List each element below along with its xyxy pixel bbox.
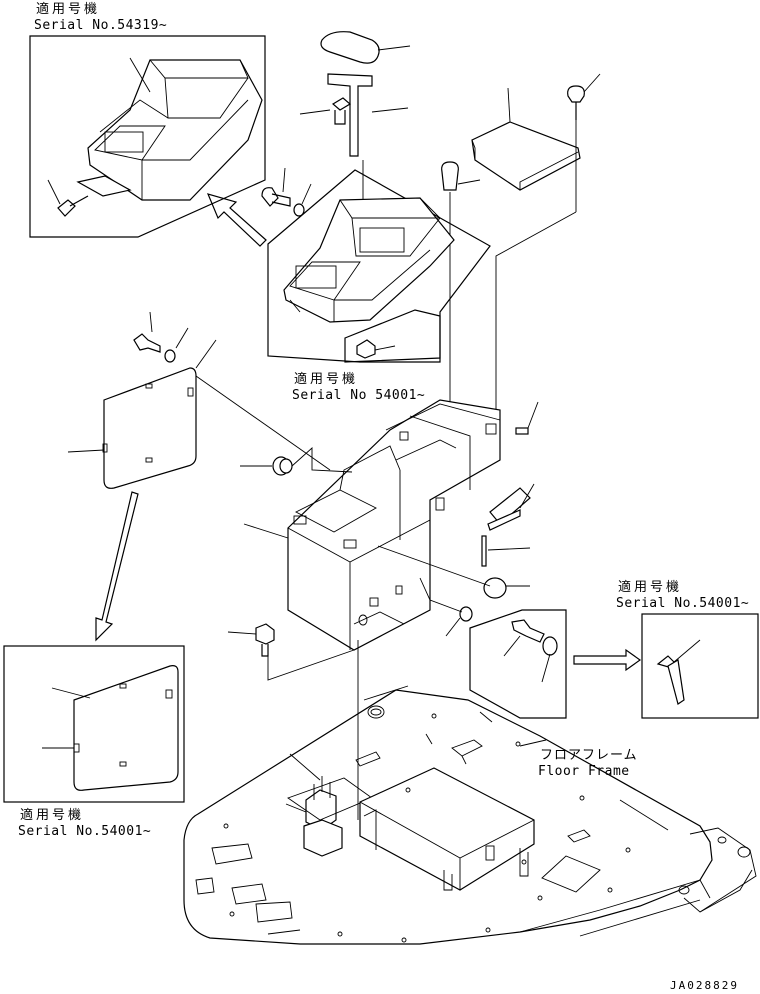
- bolt-lower-left: [227, 623, 275, 657]
- inset-center-serial-label: Serial No 54001~: [292, 388, 426, 403]
- drawing-code: JA028829: [670, 979, 739, 992]
- top-cover-plate: [471, 87, 581, 191]
- arm-rest-pad: [299, 31, 411, 157]
- inset-small-block: [344, 309, 441, 363]
- inset-frame-bottom-left: [3, 645, 185, 803]
- inset-right-serial-label: Serial No.54001~: [616, 596, 750, 611]
- inset-frame-right: [641, 613, 759, 719]
- floor-frame-en-label: Floor Frame: [538, 764, 630, 779]
- inset-center-jp-label: 適用号機: [294, 372, 359, 387]
- bolt-panel-left: [133, 311, 189, 363]
- inset-frame-top-left: [29, 35, 266, 238]
- arrow-to-inset-top-left: [206, 193, 267, 247]
- inset-top-left-jp-label: 適用号機: [36, 2, 101, 17]
- bolt-left-console: [261, 167, 312, 217]
- inset-right-jp-label: 適用号機: [618, 580, 683, 595]
- arrow-to-inset-bottom-left: [95, 491, 139, 642]
- console-box: [243, 399, 501, 651]
- bolt-center: [441, 161, 481, 191]
- inset-bottom-left-serial-label: Serial No.54001~: [18, 824, 152, 839]
- console-cover-variant: [76, 59, 263, 201]
- grommet: [240, 446, 353, 476]
- floor-frame: [183, 689, 757, 945]
- inset-frame-lever-left: [469, 609, 567, 719]
- small-parts-right: [377, 401, 539, 637]
- bolt-top-right: [567, 73, 601, 120]
- side-panel-left: [67, 339, 217, 489]
- inset-top-left-serial-label: Serial No.54319~: [34, 18, 168, 33]
- inset-bottom-left-jp-label: 適用号機: [20, 808, 85, 823]
- arrow-to-inset-right: [573, 648, 642, 672]
- bolt-inset-top-left: [57, 195, 89, 217]
- console-cover-main: [283, 197, 455, 323]
- floor-frame-jp-label: フロアフレーム: [540, 748, 638, 763]
